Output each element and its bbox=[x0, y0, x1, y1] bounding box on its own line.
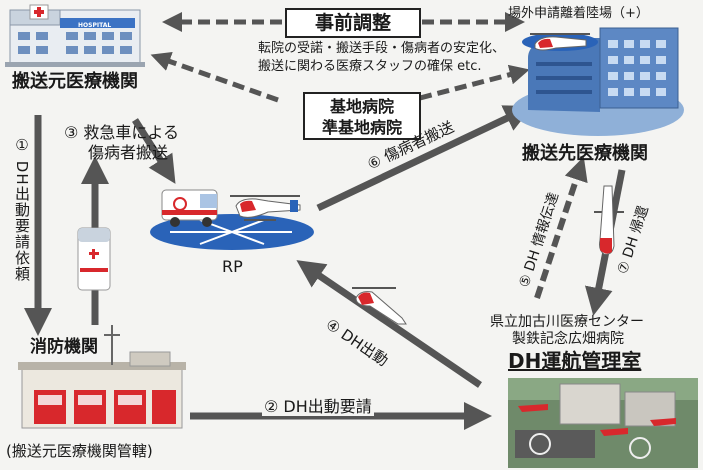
rp-label: RP bbox=[222, 257, 243, 276]
helicopter-rp-icon bbox=[230, 195, 301, 221]
base-hospital-line2: 準基地病院 bbox=[321, 118, 402, 137]
dh-center-line1: 県立加古川医療センター bbox=[490, 314, 644, 330]
helicopter-rooftop-icon bbox=[530, 33, 590, 51]
helicopter-step7-icon bbox=[594, 185, 624, 255]
ambulance-vertical-icon bbox=[77, 227, 111, 291]
fire-department-building-icon bbox=[18, 325, 186, 429]
dest-hospital-label: 搬送先医療機関 bbox=[522, 143, 648, 164]
base-hospital-box: 基地病院 準基地病院 bbox=[303, 92, 421, 140]
arrow-step3-to-rp bbox=[132, 118, 176, 184]
step3-label-line2: 傷病者搬送 bbox=[88, 143, 169, 162]
hospital-sign: HOSPITAL bbox=[78, 22, 111, 29]
step1-label: ① DH出動要請依頼 bbox=[13, 136, 31, 282]
base-hospital-line1: 基地病院 bbox=[329, 97, 394, 116]
step2-label: ② DH出動要請 bbox=[262, 397, 374, 417]
arrow-step5 bbox=[534, 156, 588, 299]
dh-center-title: DH運航管理室 bbox=[508, 349, 642, 373]
offsite-heliport-label: 場外申請離着陸場（+） bbox=[508, 6, 649, 21]
arrow-base-right bbox=[419, 64, 530, 101]
coordination-title: 事前調整 bbox=[314, 12, 391, 34]
ambulance-rp-icon bbox=[161, 189, 218, 227]
fire-dept-note: (搬送元医療機関管轄) bbox=[6, 442, 153, 460]
dh-center-aerial-photo bbox=[508, 378, 698, 468]
destination-hospital-building-icon bbox=[512, 27, 684, 136]
coordination-desc-line2: 搬送に関わる医療スタッフの確保 etc. bbox=[258, 59, 482, 74]
arrow-step6 bbox=[316, 105, 533, 212]
rp-helipad-icon bbox=[150, 214, 314, 250]
dh-center-line2: 製鉄記念広畑病院 bbox=[512, 331, 624, 347]
coordination-box: 事前調整 bbox=[285, 8, 421, 38]
origin-hospital-label: 搬送元医療機関 bbox=[12, 71, 138, 92]
fire-dept-label: 消防機関 bbox=[30, 337, 98, 357]
arrow-step4 bbox=[296, 260, 482, 388]
coordination-desc-line1: 転院の受諾・搬送手段・傷病者の安定化、 bbox=[258, 41, 506, 56]
arrow-base-left bbox=[150, 51, 279, 103]
origin-hospital-building-icon bbox=[5, 4, 145, 67]
step3-label-line1: ③ 救急車による bbox=[64, 123, 179, 142]
helicopter-step4-icon bbox=[352, 287, 407, 325]
